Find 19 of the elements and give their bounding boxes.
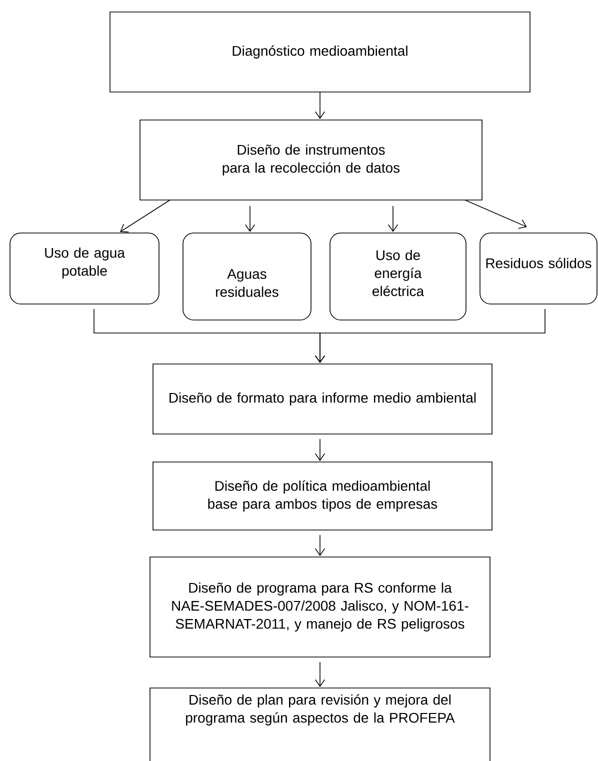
arrow <box>314 92 326 119</box>
process-box: Diseño de política medioambiental base para ambos tipos de empresas <box>152 462 492 530</box>
arrow <box>244 206 256 232</box>
process-box: Diseño de instrumentos para la recolección de datos <box>140 120 482 200</box>
arrow <box>314 308 546 363</box>
arrow <box>388 206 398 232</box>
rounded-box: Uso de energía eléctrica <box>330 232 466 320</box>
arrow <box>314 534 326 556</box>
arrow <box>314 662 326 687</box>
process-box: Diseño de formato para informe medio ambiental <box>152 364 492 434</box>
process-box: Diseño de plan para revisión y mejora del programa según aspectos de la PROFEPA <box>150 688 490 761</box>
arrow <box>314 438 326 461</box>
arrow <box>120 200 170 232</box>
process-box: Diseño de programa para RS conforme la NAE-SEMADES-007/2008 Jalisco, y NOM-161-SEMARNAT-2011, y manejo de RS peligrosos <box>150 556 490 658</box>
rounded-box: Residuos sólidos <box>480 232 598 304</box>
process-box: Diagnóstico medioambiental <box>110 12 530 92</box>
rounded-box: Aguas residuales <box>182 232 312 320</box>
rounded-box: Uso de agua potable <box>10 232 160 304</box>
arrow <box>464 200 527 229</box>
